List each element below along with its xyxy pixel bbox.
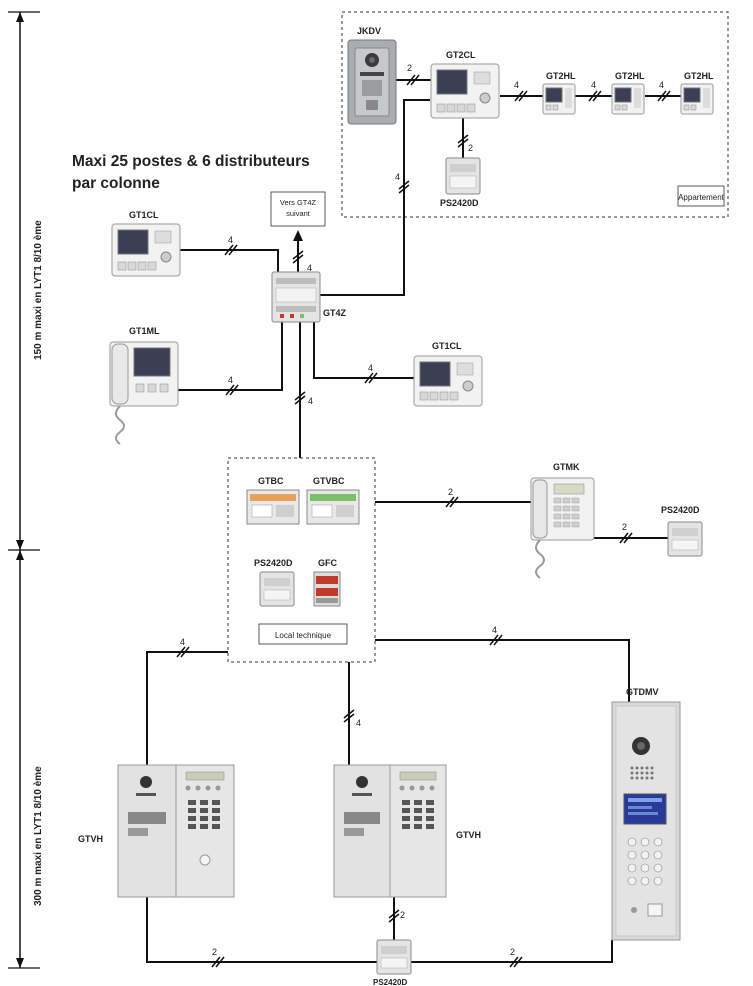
gt2hl-label-1: GT2HL: [546, 71, 576, 81]
gtvbc-label: GTVBC: [313, 476, 345, 486]
wire-count: 2: [468, 143, 473, 153]
gt4z-label: GT4Z: [323, 308, 347, 318]
technical-label: Local technique: [275, 631, 332, 640]
gtbc-label: GTBC: [258, 476, 284, 486]
jkdv-door-station: [347, 39, 397, 125]
ps2420d-apartment: [445, 157, 481, 195]
gtvh-mid-panel: [333, 764, 447, 898]
wires: [146, 79, 681, 963]
wire-count: 4: [180, 637, 185, 647]
dim-label-lower: 300 m maxi en LYT1 8/10 ème: [33, 766, 44, 906]
technical-label-box: [258, 623, 348, 645]
gtvh-mid-label: GTVH: [456, 830, 481, 840]
gtdmv-panel: [611, 701, 681, 941]
ps2420d-tech-module: [259, 571, 295, 607]
dim-label-upper: 150 m maxi en LYT1 8/10 ème: [33, 220, 44, 360]
gtdmv-label: GTDMV: [626, 687, 659, 697]
gt2hl-monitor-3: [680, 83, 714, 115]
gt1cl-top-monitor: [111, 223, 181, 277]
gt4z-distributor: [271, 271, 321, 323]
apartment-label: Appartement: [678, 193, 725, 202]
wire-count: 2: [510, 947, 515, 957]
gfc-label: GFC: [318, 558, 337, 568]
vers-gt4z-line2: suivant: [286, 209, 311, 218]
gt1ml-handset-monitor: [109, 341, 179, 445]
vers-gt4z-box: [270, 191, 326, 227]
wire-count: 4: [395, 172, 400, 182]
wire-count: 2: [622, 522, 627, 532]
dimension-lines: [8, 11, 40, 969]
wire-count: 4: [228, 375, 233, 385]
wire-count: 4: [514, 80, 519, 90]
wire-count: 4: [492, 625, 497, 635]
wire-count: 4: [307, 263, 312, 273]
wire-count: 4: [591, 80, 596, 90]
gtvh-left-panel: [117, 764, 235, 898]
wire-count: 2: [448, 487, 453, 497]
gt2hl-label-3: GT2HL: [684, 71, 714, 81]
wire-count: 4: [368, 363, 373, 373]
ps2420d-right-module: [667, 521, 703, 557]
ps2420d-bottom-module: [376, 939, 412, 975]
gtvh-left-label: GTVH: [78, 834, 103, 844]
wire-count: 2: [400, 910, 405, 920]
gtvbc-module: [306, 489, 360, 525]
gt1cl-right-label: GT1CL: [432, 341, 462, 351]
jkdv-label: JKDV: [357, 26, 381, 36]
gt1cl-top-label: GT1CL: [129, 210, 159, 220]
ps2420d-tech-label: PS2420D: [254, 558, 293, 568]
gfc-module: [313, 571, 341, 607]
wire-count: 4: [659, 80, 664, 90]
wire-count: 4: [308, 396, 313, 406]
apartment-label-box: [677, 185, 725, 207]
gt2cl-label: GT2CL: [446, 50, 476, 60]
wire-counts: 2 4 4 4 2 4 4 4 4 4 4 2 2 4 4 4 2 2 2: [180, 63, 664, 957]
wire-count: 2: [212, 947, 217, 957]
gt2cl-monitor: [430, 63, 500, 119]
title-line-1: Maxi 25 postes & 6 distributeurs: [72, 153, 310, 170]
gt2hl-label-2: GT2HL: [615, 71, 645, 81]
vers-gt4z-line1: Vers GT4Z: [280, 198, 317, 207]
ps2420d-right-label: PS2420D: [661, 505, 700, 515]
gt1ml-label: GT1ML: [129, 326, 160, 336]
gt2hl-monitor-2: [611, 83, 645, 115]
gtmk-concierge-station: [530, 477, 595, 579]
vers-arrow-icon: [293, 230, 303, 241]
gtbc-module: [246, 489, 300, 525]
apartment-zone: [341, 11, 729, 218]
wire-count: 2: [407, 63, 412, 73]
title-line-2: par colonne: [72, 175, 160, 192]
wire-count: 4: [356, 718, 361, 728]
gtmk-label: GTMK: [553, 462, 580, 472]
wire-count: 4: [228, 235, 233, 245]
gt2hl-monitor-1: [542, 83, 576, 115]
wire-ticks: [176, 74, 671, 968]
ps2420d-apartment-label: PS2420D: [440, 198, 479, 208]
ps2420d-bottom-label: PS2420D: [373, 978, 407, 986]
gt1cl-right-monitor: [413, 355, 483, 407]
